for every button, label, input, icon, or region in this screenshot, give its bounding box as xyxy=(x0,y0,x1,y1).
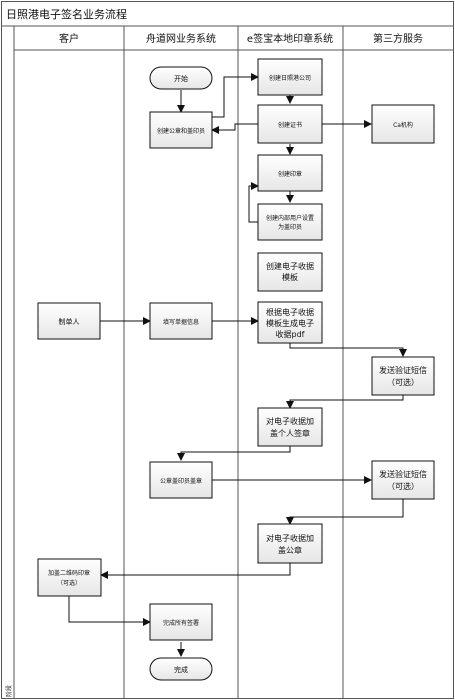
generate-receipt-pdf-node xyxy=(257,301,323,344)
complete-all-signing-node xyxy=(149,603,213,641)
lane-header-customer: 客户 xyxy=(59,32,79,45)
create-seal-node xyxy=(257,154,323,192)
send-sms-code-2-label-2: （可选） xyxy=(387,481,419,491)
lane-header-business-system: 舟道网业务系统 xyxy=(146,32,216,45)
connector-sms-1-to-personal-signature xyxy=(286,395,404,409)
create-certificate-node xyxy=(257,104,323,144)
create-internal-user-node xyxy=(257,203,323,241)
add-company-seal-node xyxy=(257,523,323,564)
connector-personal-signature-to-sealer xyxy=(177,446,291,461)
ca-authority-label: Ca机构 xyxy=(393,121,413,129)
create-certificate-label: 创建证书 xyxy=(278,121,302,129)
create-company-seal-user-label: 创建公章和盖印员 xyxy=(157,127,205,135)
send-sms-code-2-label-1: 发送验证短信 xyxy=(379,469,427,479)
create-receipt-template-label-1: 创建电子收据 xyxy=(266,261,314,271)
add-personal-signature-node xyxy=(257,407,323,447)
generate-receipt-pdf-label-2: 模板生成电子 xyxy=(266,318,314,328)
ca-authority-node xyxy=(371,104,435,144)
connector-internal-user-loop xyxy=(248,182,259,223)
end-label: 完成 xyxy=(174,665,188,674)
add-qr-seal-node xyxy=(37,558,102,597)
send-sms-code-2-node xyxy=(371,460,435,500)
fill-bill-label: 填写单据信息 xyxy=(163,318,199,326)
create-internal-user-label-2: 为盖印员 xyxy=(278,223,302,231)
fill-bill-node xyxy=(149,302,213,340)
phase-label: 阶段 xyxy=(5,685,13,697)
send-sms-code-1-node xyxy=(371,356,435,396)
connector-company-seal-to-qr-seal xyxy=(100,563,291,579)
connector-seal-user-to-company xyxy=(212,73,259,118)
diagram-title: 日照港电子签名业务流程 xyxy=(6,7,127,21)
complete-all-signing-label: 完成所有签署 xyxy=(163,619,199,627)
nodes xyxy=(37,58,435,681)
create-receipt-template-label-2: 模板 xyxy=(282,272,298,282)
send-sms-code-1-label-1: 发送验证短信 xyxy=(379,365,427,375)
create-internal-user-label-1: 创建内部用户设置 xyxy=(266,214,314,222)
node-labels: 开始 完成 创建公章和盖印员 填写单据信息 公章盖印员盖章 完成所有签署 创建日… xyxy=(48,74,427,674)
connector-pdf-to-sms-1 xyxy=(289,343,407,357)
biller-node xyxy=(37,302,101,340)
create-rizhao-company-label: 创建日照港公司 xyxy=(269,74,311,82)
add-company-seal-label-1: 对电子收据加 xyxy=(266,533,314,543)
lane-header-seal-system: e签宝本地印章系统 xyxy=(247,32,333,45)
add-qr-seal-label-2: （可选） xyxy=(57,579,81,587)
connector-sms-2-to-company-seal xyxy=(286,499,404,525)
add-qr-seal-label-1: 加盖二维码印章 xyxy=(48,569,90,577)
company-seal-by-sealer-label: 公章盖印员盖章 xyxy=(160,477,202,485)
lane-header-third-party: 第三方服务 xyxy=(373,32,423,45)
add-company-seal-label-2: 盖公章 xyxy=(278,545,302,555)
add-personal-signature-label-1: 对电子收据加 xyxy=(266,416,314,426)
send-sms-code-1-label-2: （可选） xyxy=(387,377,419,387)
start-label: 开始 xyxy=(174,74,188,83)
start-node xyxy=(149,66,213,90)
create-rizhao-company-node xyxy=(257,58,323,96)
biller-label: 制单人 xyxy=(59,317,80,326)
generate-receipt-pdf-label-3: 收据pdf xyxy=(276,329,305,339)
connector-qr-seal-to-complete xyxy=(68,596,151,626)
create-company-seal-user-node xyxy=(149,111,213,149)
company-seal-by-sealer-node xyxy=(149,461,213,499)
generate-receipt-pdf-label-1: 根据电子收据 xyxy=(266,307,314,317)
create-seal-label: 创建印章 xyxy=(278,170,302,178)
connectors xyxy=(68,73,407,657)
end-node xyxy=(149,657,213,681)
create-receipt-template-node xyxy=(257,252,323,292)
connector-certificate-to-seal-user xyxy=(211,123,258,134)
add-personal-signature-label-2: 盖个人签章 xyxy=(270,428,310,438)
